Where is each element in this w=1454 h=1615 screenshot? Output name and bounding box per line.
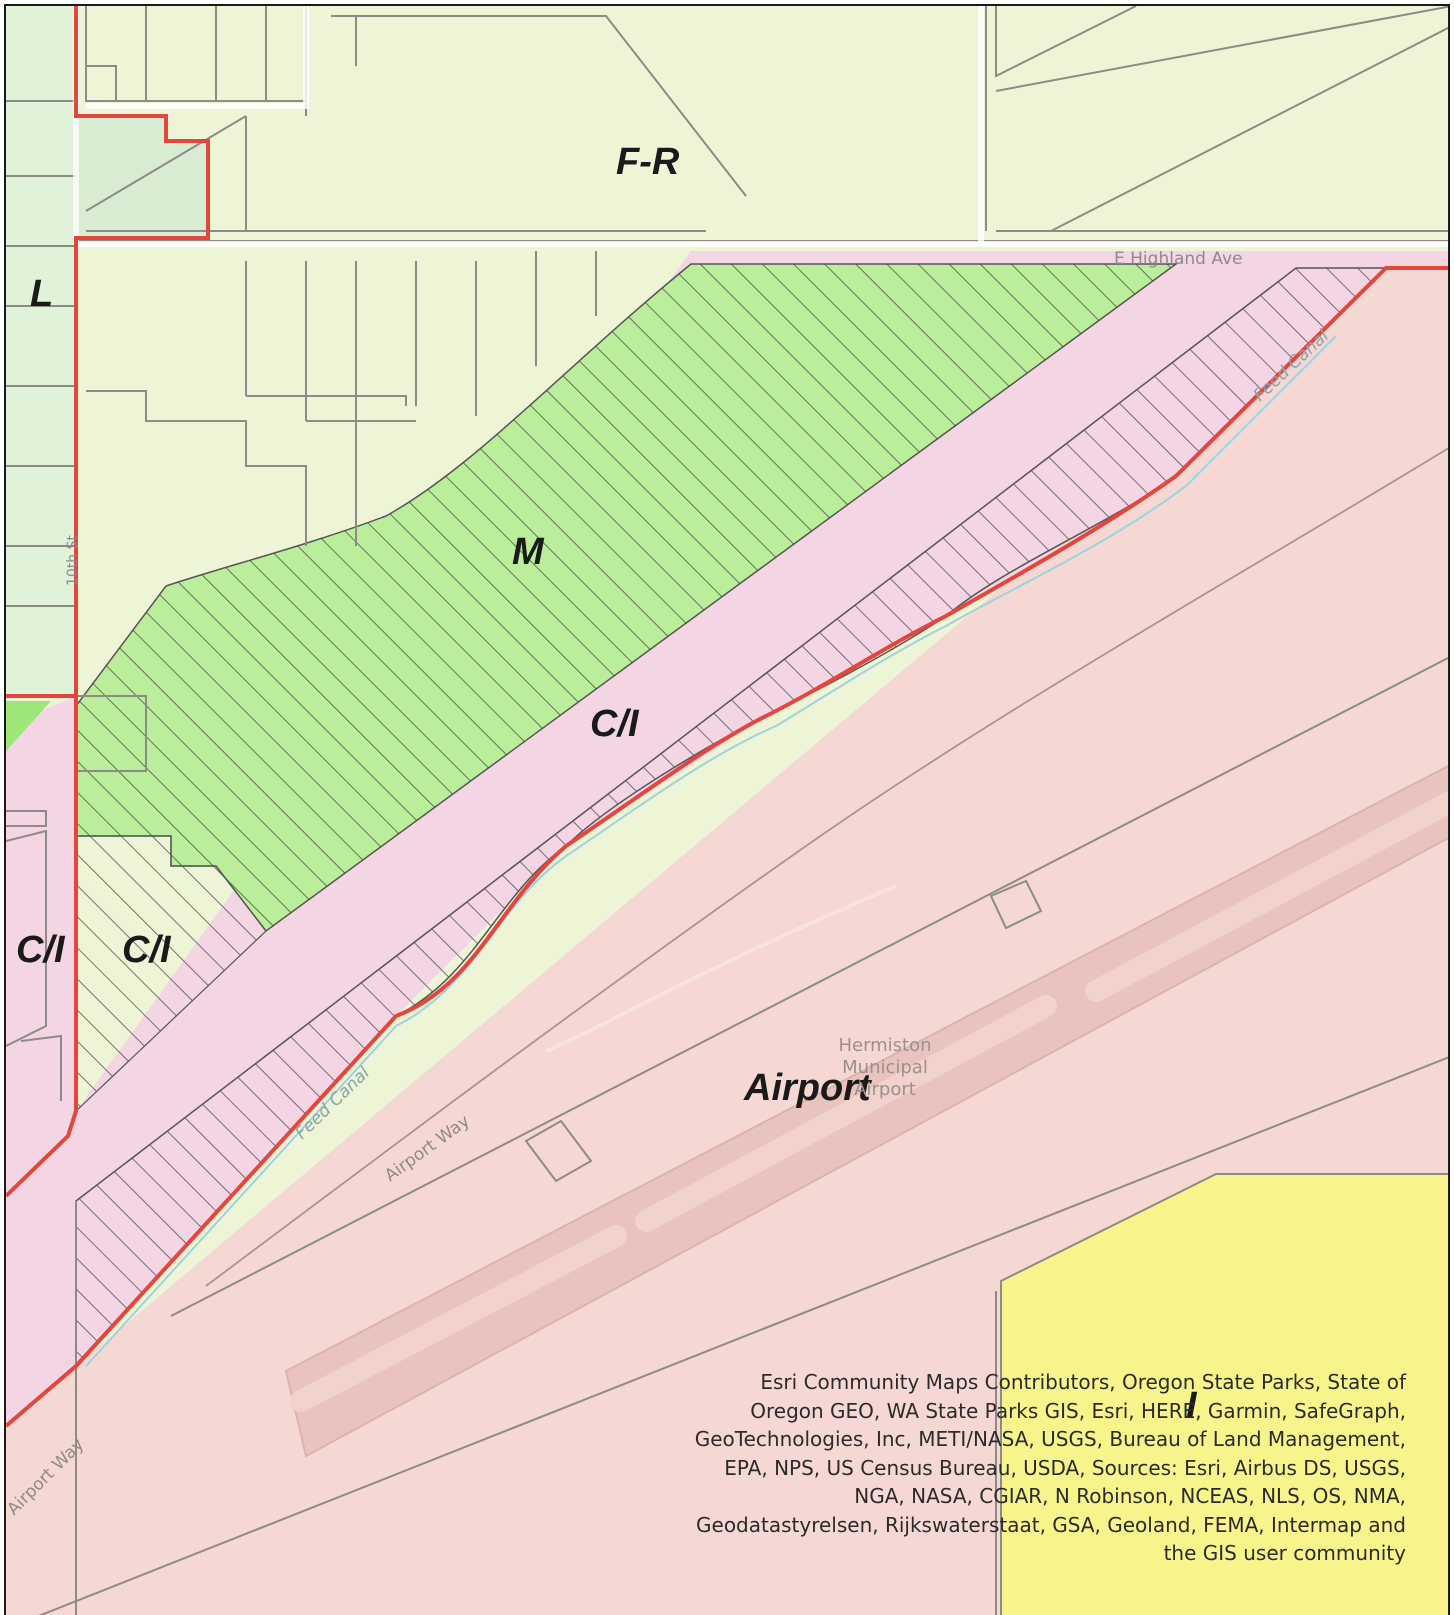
zone-label-l: L bbox=[30, 273, 53, 315]
poi-label-line2: Municipal bbox=[842, 1057, 928, 1078]
zone-label-m: M bbox=[512, 531, 545, 573]
poi-label-line1: Hermiston bbox=[838, 1035, 931, 1056]
zoning-map[interactable]: F-R L M C/I C/I C/I Airport I Hermiston … bbox=[4, 4, 1450, 1615]
zone-l-small-parcel bbox=[76, 116, 208, 236]
map-attribution: Esri Community Maps Contributors, Oregon… bbox=[694, 1370, 1406, 1565]
airport-taxiway bbox=[290, 790, 1448, 1412]
zone-label-airport: Airport bbox=[743, 1067, 872, 1109]
map-canvas[interactable]: F-R L M C/I C/I C/I Airport I Hermiston … bbox=[6, 6, 1450, 1615]
zone-l-area bbox=[6, 6, 76, 696]
road-label-tenth: 10th St bbox=[65, 534, 81, 586]
road-label-highland: E Highland Ave bbox=[1114, 249, 1242, 269]
zone-label-ci-center: C/I bbox=[590, 703, 640, 745]
zone-label-ci-left-inner: C/I bbox=[122, 929, 172, 971]
zone-m-left-wedge bbox=[6, 701, 51, 751]
zone-m-hatch bbox=[76, 264, 1176, 931]
zone-i-area bbox=[1000, 1173, 1448, 1615]
zone-label-ci-left-outer: C/I bbox=[16, 929, 66, 971]
zone-label-fr: F-R bbox=[616, 141, 680, 183]
poi-label-line3: Airport bbox=[854, 1079, 916, 1100]
zone-label-i: I bbox=[1186, 1385, 1198, 1427]
zone-ci-left-area bbox=[6, 696, 76, 1196]
city-limit-line[interactable] bbox=[6, 6, 1450, 1428]
